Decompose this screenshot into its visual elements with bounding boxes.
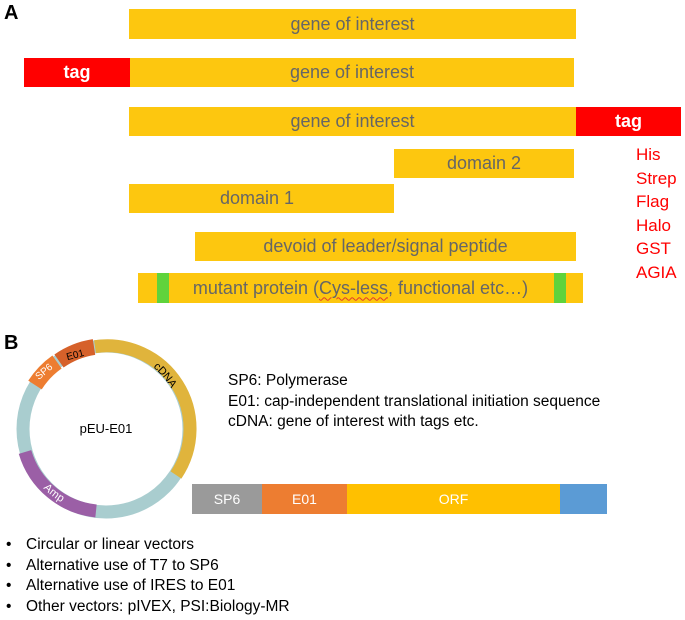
mutant-protein-label-prefix: mutant protein ( <box>192 277 319 298</box>
mutant-protein-label-cysless: Cys-less <box>318 277 388 298</box>
c-terminal-tag: tag <box>576 107 681 136</box>
note-item: Circular or linear vectors <box>4 535 290 556</box>
plasmid-e01-segment <box>54 339 96 368</box>
tag-option: AGIA <box>636 262 677 282</box>
domain-2-bar: domain 2 <box>394 149 574 178</box>
panel-a-letter: A <box>4 2 19 24</box>
n-terminal-tag: tag <box>24 58 130 87</box>
gene-of-interest-bar-n-tag: gene of interest <box>130 58 574 87</box>
linear-sp6-block: SP6 <box>192 484 262 514</box>
tag-option: Halo <box>636 215 671 235</box>
tag-option: GST <box>636 239 671 258</box>
tag-option: Strep <box>636 168 677 188</box>
note-item: Other vectors: pIVEX, PSI:Biology-MR <box>4 597 290 618</box>
linear-e01-block: E01 <box>262 484 347 514</box>
mutant-right-endcap <box>554 273 566 303</box>
legend-e01: E01: cap-independent translational initi… <box>228 392 601 410</box>
gene-of-interest-bar: gene of interest <box>129 9 576 39</box>
panel-b-letter: B <box>4 332 19 354</box>
devoid-of-signal-peptide-bar: devoid of leader/signal peptide <box>195 232 576 261</box>
gene-of-interest-bar-c-tag: gene of interest <box>129 107 576 136</box>
plasmid-map: SP6 E01 cDNA Amp pEU-E01 <box>16 339 197 519</box>
notes-list: Circular or linear vectors Alternative u… <box>4 535 290 617</box>
mutant-protein-label-suffix: , functional etc…) <box>388 277 529 298</box>
note-item: Alternative use of IRES to E01 <box>4 576 290 597</box>
tag-option: Flag <box>636 192 670 211</box>
mutant-left-endcap <box>157 273 169 303</box>
plasmid-cdna-segment <box>94 339 197 479</box>
plasmid-legend: SP6: Polymerase E01: cap-independent tra… <box>228 371 600 433</box>
plasmid-e01-label: E01 <box>65 348 85 363</box>
linear-end-block <box>560 484 607 514</box>
legend-sp6: SP6: Polymerase <box>228 372 348 389</box>
mutant-protein-bar: mutant protein (Cys-less, functional etc… <box>138 273 583 303</box>
plasmid-amp-segment <box>18 449 97 518</box>
linear-orf-block: ORF <box>347 484 560 514</box>
tag-option: His <box>636 145 661 164</box>
plasmid-name: pEU-E01 <box>80 421 133 436</box>
domain-1-bar: domain 1 <box>129 184 394 213</box>
legend-cdna: cDNA: gene of interest with tags etc. <box>228 413 479 430</box>
tag-options-list: His Strep Flag Halo GST AGIA <box>636 143 677 284</box>
note-item: Alternative use of T7 to SP6 <box>4 556 290 577</box>
plasmid-sp6-segment <box>28 355 62 390</box>
